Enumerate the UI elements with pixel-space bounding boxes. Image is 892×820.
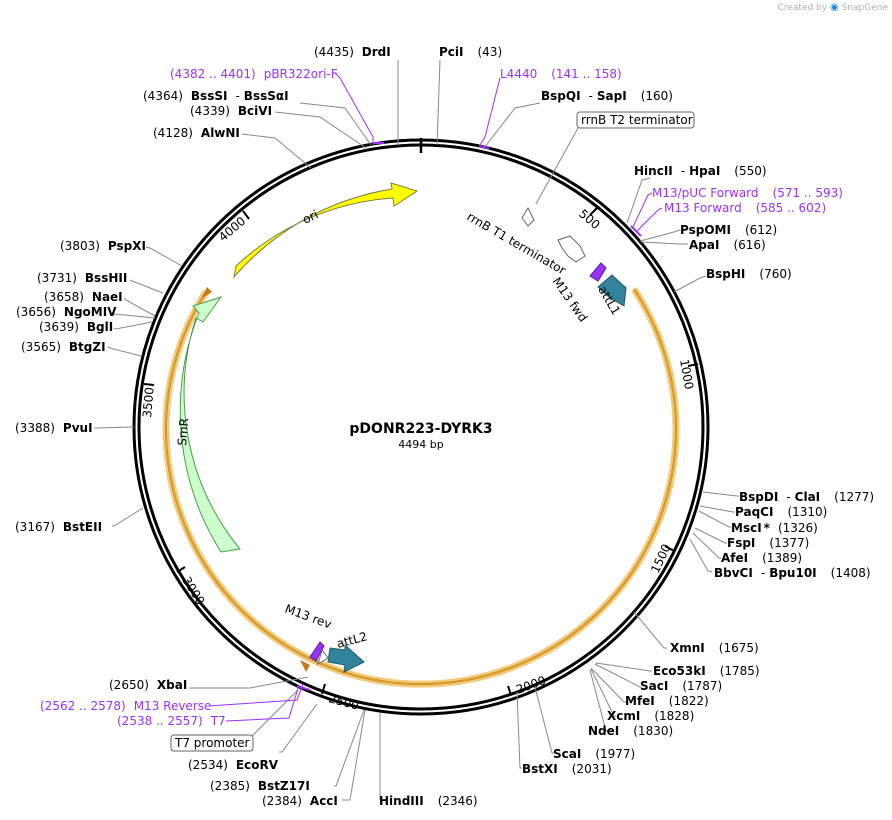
enzyme-pspxi: (3803)PspXI — [60, 239, 146, 253]
tick-label-3500: 3500 — [140, 387, 157, 419]
ori-feature: ori — [233, 182, 419, 279]
watermark-prefix: Created by — [777, 3, 828, 13]
enzyme-bcivi: (4339)BciVI — [190, 104, 272, 118]
tick-1000: 1000 — [677, 358, 699, 391]
smr-label: SmR — [175, 417, 191, 446]
primer-pbr322: (4382 .. 4401)pBR322ori-F — [170, 67, 338, 81]
rrnb-t1-label: rrnB T1 terminator — [465, 209, 569, 277]
t7-promoter-label: T7 promoter — [174, 736, 250, 750]
primer-t7: (2538 .. 2557)T7 — [117, 714, 226, 728]
rrnb-t2-feature: rrnB T2 terminator — [521, 111, 695, 227]
insert-start-arrow — [201, 287, 212, 299]
tick-500: 500 — [576, 206, 603, 232]
enzyme-bsphi: BspHI(760) — [706, 267, 792, 281]
snapgene-logo: ◉ — [829, 2, 839, 13]
enzyme-btgzi: (3565)BtgZI — [21, 340, 106, 354]
t7-promoter-feature: T7 promoter — [170, 689, 299, 752]
primer-leader-lines — [207, 72, 663, 722]
enzyme-saci: SacI(1787) — [640, 679, 722, 693]
enzyme-xcmi: XcmI(1828) — [607, 709, 694, 723]
enzyme-xbai: (2650)XbaI — [109, 678, 187, 692]
smr-feature: SmR — [175, 296, 241, 553]
enzyme-afei: AfeI(1389) — [721, 551, 802, 565]
enzyme-hincii: HincII-HpaI(550) — [634, 164, 767, 178]
plasmid-title: pDONR223-DYRK3 4494 bp — [349, 421, 492, 451]
enzyme-pvui: (3388)PvuI — [15, 421, 93, 435]
enzyme-pspomi: PspOMI(612) — [680, 223, 777, 237]
plasmid-name: pDONR223-DYRK3 — [349, 421, 492, 437]
enzyme-fspi: FspI(1377) — [727, 536, 809, 550]
primer-m13fwd: M13 Forward(585 .. 602) — [664, 201, 826, 215]
primer-l4440: L4440(141 .. 158) — [500, 67, 622, 81]
enzyme-bstxi: BstXI(2031) — [522, 762, 612, 776]
enzyme-acci: (2384)AccI — [262, 794, 338, 808]
enzyme-bsteii: (3167)BstEII — [15, 520, 102, 534]
enzyme-bspdi: BspDI-ClaI(1277) — [739, 490, 874, 504]
enzyme-paqci: PaqCI(1310) — [735, 505, 827, 519]
enzyme-mfei: MfeI(1822) — [625, 694, 709, 708]
tick-label-1000: 1000 — [677, 358, 696, 391]
enzyme-ecorv: (2534)EcoRV — [188, 758, 279, 772]
enzyme-drdi: (4435) DrdI — [314, 45, 391, 59]
enzyme-bbvci: BbvCI-Bpu10I(1408) — [714, 566, 871, 580]
enzyme-apai: ApaI(616) — [689, 238, 766, 252]
enzyme-bspqi: BspQI-SapI(160) — [541, 89, 673, 103]
tick-label-500: 500 — [576, 207, 603, 232]
tick-3500: 3500 — [140, 383, 157, 419]
enzyme-msci: MscI*(1326) — [731, 521, 818, 535]
attl1-feature: attL1 — [595, 274, 627, 317]
enzyme-ngomiv: (3656)NgoMIV — [16, 305, 117, 319]
primer-m13puc: M13/pUC Forward(571 .. 593) — [652, 186, 843, 200]
primer-m13rev: (2562 .. 2578)M13 Reverse — [40, 699, 211, 713]
enzyme-bsssi: (4364)BssSI-BssSαI — [143, 89, 289, 103]
m13-rev-label: M13 rev — [283, 602, 333, 632]
plasmid-size: 4494 bp — [398, 438, 443, 451]
primer-labels: (4382 .. 4401)pBR322ori-F L4440(141 .. 1… — [40, 67, 843, 728]
enzyme-leader-lines — [94, 59, 739, 801]
enzyme-hindiii: HindIII(2346) — [379, 794, 478, 808]
enzyme-xmni: XmnI(1675) — [670, 641, 759, 655]
enzyme-bstz17i: (2385)BstZ17I — [210, 779, 310, 793]
insert-feature — [162, 287, 680, 688]
enzyme-bgli: (3639)BglI — [39, 320, 113, 334]
enzyme-labels: (4435) DrdI PciI(43) BspQI-SapI(160) (43… — [15, 45, 874, 808]
enzyme-bsshii: (3731)BssHII — [37, 271, 127, 285]
enzyme-pcii: PciI(43) — [439, 45, 502, 59]
ori-label: ori — [300, 207, 320, 226]
insert-end-arrow — [300, 660, 310, 672]
tick-label-2500: 2500 — [327, 691, 360, 712]
watermark-brand: SnapGene — [841, 3, 888, 13]
enzyme-scai: ScaI(1977) — [553, 747, 635, 761]
snapgene-watermark: Created by ◉ SnapGene — [778, 2, 888, 13]
attl2-label: attL2 — [335, 629, 369, 651]
enzyme-naei: (3658)NaeI — [44, 290, 123, 304]
rrnb-t2-label: rrnB T2 terminator — [581, 113, 693, 127]
enzyme-ndei: NdeI(1830) — [588, 724, 673, 738]
enzyme-eco53ki: Eco53kI(1785) — [653, 664, 760, 678]
m13-fwd-label: M13 fwd — [550, 275, 591, 325]
enzyme-alwni: (4128)AlwNI — [153, 126, 240, 140]
